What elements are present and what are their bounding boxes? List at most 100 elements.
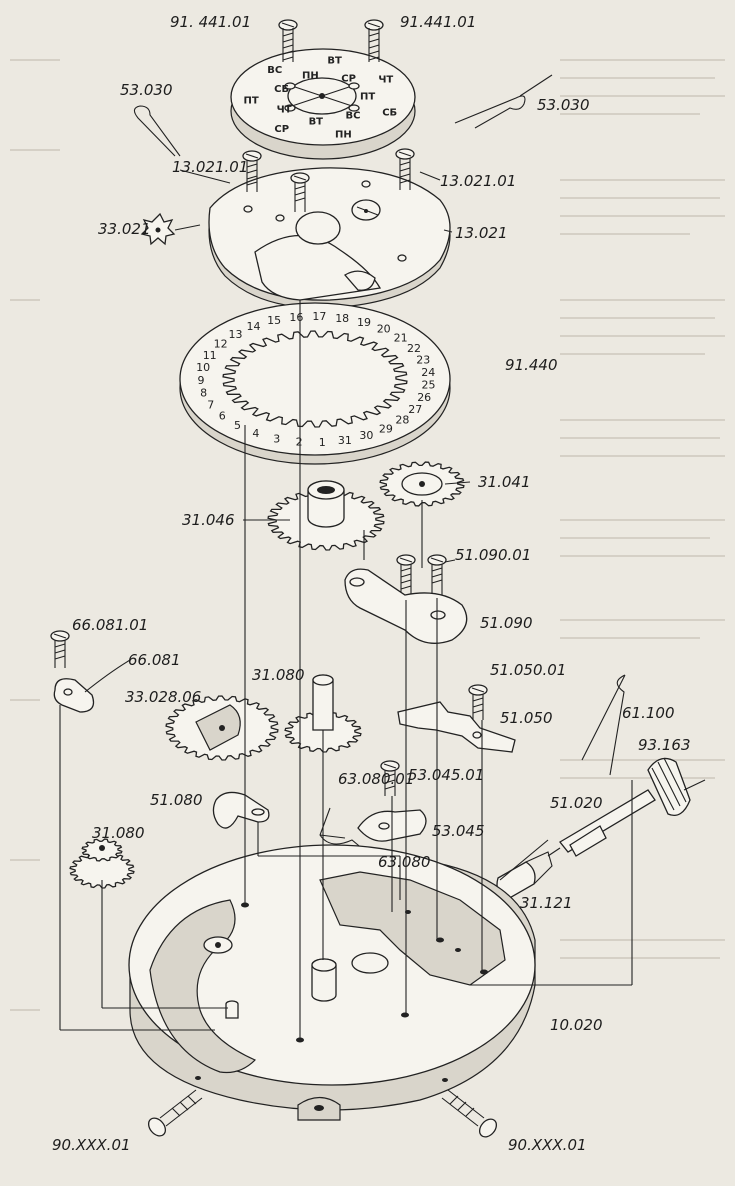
date-number: 7 xyxy=(207,399,214,412)
date-number: 17 xyxy=(312,310,326,323)
leader-lines xyxy=(174,169,549,881)
weekday-label: ВТ xyxy=(327,56,342,67)
weekday-label: ПТ xyxy=(243,95,258,106)
wheel-31041 xyxy=(379,461,465,507)
wheel-31046 xyxy=(267,480,385,551)
date-number: 12 xyxy=(214,338,228,351)
date-number: 25 xyxy=(422,379,436,392)
part-labels: 91. 441.01 91.441.01 53.030 53.030 13.02… xyxy=(52,13,691,1154)
screw-66081 xyxy=(50,630,70,668)
label-51020: 51.020 xyxy=(550,794,603,812)
screw-13021-right xyxy=(395,148,415,190)
date-number: 29 xyxy=(379,422,393,435)
date-number: 20 xyxy=(377,323,391,336)
label-53030-left: 53.030 xyxy=(120,81,173,99)
screw-13021-mid xyxy=(290,172,310,212)
plate-13021 xyxy=(208,167,451,309)
label-33021: 33.021 xyxy=(98,220,151,238)
screw-51090-a xyxy=(396,554,416,598)
date-number: 3 xyxy=(273,432,280,445)
label-51050: 51.050 xyxy=(500,709,553,727)
screw-90xxx-left xyxy=(147,1089,203,1137)
label-31046: 31.046 xyxy=(182,511,235,529)
label-51090: 51.090 xyxy=(480,614,533,632)
date-number: 22 xyxy=(407,342,421,355)
date-number: 23 xyxy=(416,353,430,366)
date-number: 27 xyxy=(408,403,422,416)
post-31080 xyxy=(284,674,362,753)
label-91440: 91.440 xyxy=(505,356,558,374)
date-number: 10 xyxy=(196,361,210,374)
date-number: 9 xyxy=(198,374,205,387)
label-66081-screw: 66.081.01 xyxy=(72,616,148,634)
spring-53030-right xyxy=(454,74,553,129)
weekday-label: ВС xyxy=(267,65,282,76)
label-63080: 63.080 xyxy=(378,853,431,871)
date-number: 30 xyxy=(359,429,373,442)
lever-51080 xyxy=(212,791,270,829)
date-number: 5 xyxy=(234,419,241,432)
date-number: 19 xyxy=(357,316,371,329)
label-13021-right: 13.021.01 xyxy=(440,172,516,190)
date-number: 21 xyxy=(394,331,408,344)
spring-61100 xyxy=(581,674,626,776)
date-number: 14 xyxy=(247,320,261,333)
label-51080: 51.080 xyxy=(150,791,203,809)
screw-51050 xyxy=(468,684,488,720)
label-63080-screw: 63.080.01 xyxy=(338,770,414,788)
label-53045: 53.045 xyxy=(432,822,485,840)
pinion-31080 xyxy=(69,838,135,889)
spring-63080 xyxy=(319,807,371,856)
screw-91441-left xyxy=(278,19,298,62)
screw-63080 xyxy=(380,760,400,796)
label-91441-right: 91.441.01 xyxy=(400,13,476,31)
weekday-label: СБ xyxy=(274,84,289,95)
weekday-label: ПН xyxy=(335,129,352,140)
label-33028: 33.028.06 xyxy=(125,688,201,706)
label-13021: 13.021 xyxy=(455,224,508,242)
label-66081: 66.081 xyxy=(128,651,181,669)
date-number: 24 xyxy=(421,366,435,379)
weekday-label: ЧТ xyxy=(378,74,393,85)
label-31041: 31.041 xyxy=(478,473,531,491)
spring-53030-left xyxy=(133,105,181,157)
date-number: 16 xyxy=(289,311,303,324)
weekday-label: СБ xyxy=(382,107,397,118)
date-number: 28 xyxy=(395,414,409,427)
label-31080: 31.080 xyxy=(92,824,145,842)
label-90xxx-right: 90.XXX.01 xyxy=(508,1136,587,1154)
screw-90xxx-right xyxy=(441,1089,498,1138)
date-number: 13 xyxy=(229,328,243,341)
stem-51020 xyxy=(547,789,656,857)
date-number: 4 xyxy=(252,427,259,440)
label-31121: 31.121 xyxy=(520,894,573,912)
wheel-33028 xyxy=(165,695,279,761)
label-53030-right: 53.030 xyxy=(537,96,590,114)
date-number: 26 xyxy=(417,391,431,404)
date-number: 15 xyxy=(267,314,281,327)
background-page-text xyxy=(10,59,725,1011)
lever-51050 xyxy=(397,701,516,753)
date-number: 11 xyxy=(203,349,217,362)
label-51050-screw: 51.050.01 xyxy=(490,661,566,679)
weekday-label: СР xyxy=(274,124,289,135)
assembly-guide-lines xyxy=(59,300,633,1040)
date-number: 6 xyxy=(219,410,226,423)
label-51090-screw: 51.090.01 xyxy=(455,546,531,564)
weekday-label: ВТ xyxy=(309,116,324,127)
weekday-label: ЧТ xyxy=(277,105,292,116)
date-number: 8 xyxy=(200,386,207,399)
label-53045-screw: 53.045.01 xyxy=(408,766,484,784)
date-number: 2 xyxy=(296,435,303,448)
weekday-label: ПТ xyxy=(360,92,375,103)
weekday-label: ПН xyxy=(302,70,319,81)
weekday-label: СР xyxy=(341,74,356,85)
date-number: 31 xyxy=(338,434,352,447)
screw-13021-left xyxy=(242,150,262,192)
star-33021 xyxy=(140,212,176,246)
